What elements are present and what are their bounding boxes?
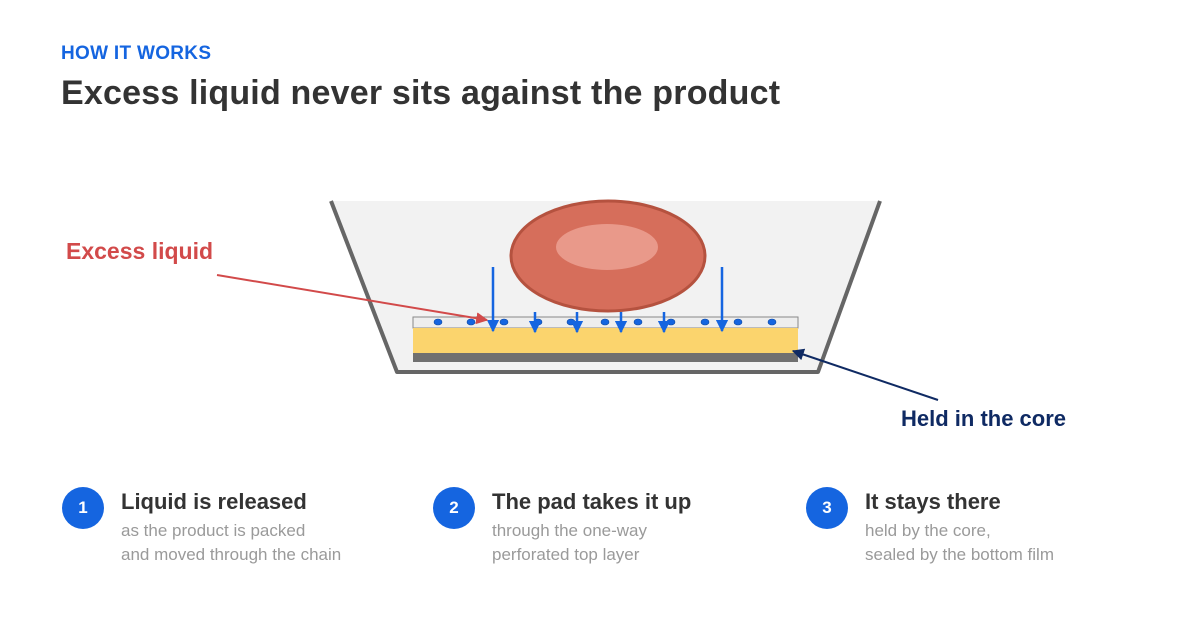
step-title: Liquid is released xyxy=(121,489,307,514)
step-description: sealed by the bottom film xyxy=(865,545,1054,564)
droplet xyxy=(666,318,676,326)
step-description: held by the core, xyxy=(865,521,991,540)
core-pointer xyxy=(791,348,939,401)
step-title: The pad takes it up xyxy=(492,489,692,514)
liquid-flow-arrows xyxy=(486,267,729,334)
excess-liquid-pointer xyxy=(216,274,489,325)
page-title: Excess liquid never sits against the pro… xyxy=(61,74,781,112)
droplet xyxy=(566,318,576,326)
droplet xyxy=(600,318,610,326)
product-highlight xyxy=(556,224,658,270)
step-description: and moved through the chain xyxy=(121,545,342,564)
droplet xyxy=(433,318,443,326)
eyebrow-label: HOW IT WORKS xyxy=(61,43,212,64)
step-description: through the one-way xyxy=(492,521,647,540)
held-in-core-label: Held in the core xyxy=(901,406,1067,431)
bottom-film xyxy=(413,353,798,362)
droplet xyxy=(466,318,476,326)
step-number-badge: 3 xyxy=(806,487,848,529)
step-number-badge: 2 xyxy=(433,487,475,529)
step-description: as the product is packed xyxy=(121,521,306,540)
absorbent-core xyxy=(413,328,798,353)
excess-liquid-label: Excess liquid xyxy=(66,238,214,264)
droplet xyxy=(733,318,743,326)
droplet xyxy=(767,318,777,326)
droplet xyxy=(633,318,643,326)
droplet xyxy=(700,318,710,326)
step-description: perforated top layer xyxy=(492,545,640,564)
tray-outline xyxy=(329,200,882,374)
step-title: It stays there xyxy=(865,489,1001,514)
droplet xyxy=(499,318,509,326)
step-number-badge: 1 xyxy=(62,487,104,529)
